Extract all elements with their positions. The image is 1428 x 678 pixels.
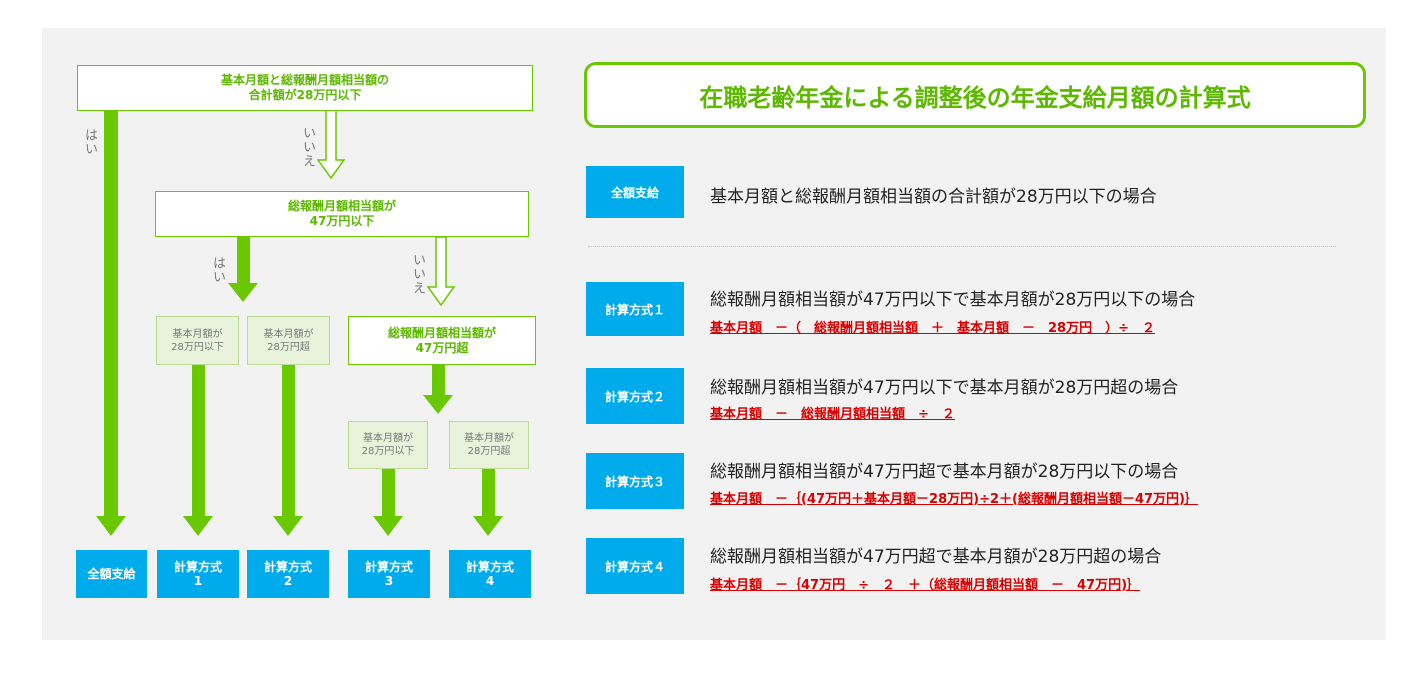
sub-basic-le28-a-label: 基本月額が 28万円以下 <box>171 328 224 353</box>
row-method-4-formula: 基本月額 －｛47万円 ÷ ２ ＋（総報酬月額相当額 － 47万円)｝ <box>710 578 1141 593</box>
sub-basic-le28-b-label: 基本月額が 28万円以下 <box>361 433 415 457</box>
arrow-method1 <box>183 365 213 536</box>
result-method-3-label: 計算方式 3 <box>364 560 413 588</box>
label-no-1: いいえ <box>300 126 315 168</box>
result-method-2: 計算方式 2 <box>247 550 329 598</box>
sub-basic-le28-a: 基本月額が 28万円以下 <box>156 316 239 365</box>
arrow-decision3 <box>423 365 453 414</box>
decision-le47-label: 総報酬月額相当額が 47万円以下 <box>287 199 396 228</box>
result-method-3: 計算方式 3 <box>348 550 430 598</box>
sub-basic-gt28-a-label: 基本月額が 28万円超 <box>263 328 314 353</box>
row-method-2-formula: 基本月額 － 総報酬月額相当額 ÷ ２ <box>710 407 955 422</box>
row-method-3-desc: 総報酬月額相当額が47万円超で基本月額が28万円以下の場合 <box>710 462 1179 482</box>
result-full-payment-label: 全額支給 <box>87 567 136 581</box>
sub-basic-le28-b: 基本月額が 28万円以下 <box>348 421 428 469</box>
label-yes-1: はい <box>82 128 97 156</box>
result-method-1: 計算方式 1 <box>157 550 239 598</box>
arrow-method3 <box>373 469 403 536</box>
row-method-3-formula: 基本月額 －｛(47万円＋基本月額－28万円)÷2＋(総報酬月額相当額－47万円… <box>710 492 1198 507</box>
result-method-4-label: 計算方式 4 <box>465 560 514 588</box>
arrow-no-2 <box>426 236 456 307</box>
arrow-no-1 <box>316 109 346 180</box>
result-method-4: 計算方式 4 <box>449 550 531 598</box>
decision-total-compensation-le47: 総報酬月額相当額が 47万円以下 <box>155 191 529 237</box>
decision-gt47-label: 総報酬月額相当額が 47万円超 <box>387 325 496 355</box>
decision-total-28: 基本月額と総報酬月額相当額の 合計額が28万円以下 <box>77 65 533 111</box>
row-method-1-desc: 総報酬月額相当額が47万円以下で基本月額が28万円以下の場合 <box>710 290 1196 310</box>
arrow-yes-full <box>96 110 126 536</box>
row-method-2-desc: 総報酬月額相当額が47万円以下で基本月額が28万円超の場合 <box>710 378 1179 398</box>
result-method-1-label: 計算方式 1 <box>173 560 222 588</box>
formula-title: 在職老齢年金による調整後の年金支給月額の計算式 <box>584 62 1366 128</box>
row-method-4-desc: 総報酬月額相当額が47万円超で基本月額が28万円超の場合 <box>710 547 1162 567</box>
arrow-yes-decision2 <box>228 237 258 302</box>
arrow-method2 <box>273 365 303 536</box>
row-full-payment-desc: 基本月額と総報酬月額相当額の合計額が28万円以下の場合 <box>710 187 1157 207</box>
decision-total-28-label: 基本月額と総報酬月額相当額の 合計額が28万円以下 <box>220 73 389 102</box>
row-method-1-formula: 基本月額 －（ 総報酬月額相当額 ＋ 基本月額 － 28万円 ）÷ ２ <box>710 321 1155 336</box>
tag-full-payment: 全額支給 <box>586 166 684 218</box>
tag-method-2: 計算方式２ <box>586 368 684 424</box>
tag-method-4: 計算方式４ <box>586 538 684 594</box>
result-full-payment: 全額支給 <box>76 550 147 598</box>
sub-basic-gt28-a: 基本月額が 28万円超 <box>247 316 330 365</box>
arrow-method4 <box>473 469 503 536</box>
sub-basic-gt28-b: 基本月額が 28万円超 <box>449 421 529 469</box>
label-no-2: いいえ <box>410 253 425 295</box>
result-method-2-label: 計算方式 2 <box>263 560 312 588</box>
tag-method-1: 計算方式１ <box>586 282 684 336</box>
divider <box>588 246 1336 247</box>
sub-basic-gt28-b-label: 基本月額が 28万円超 <box>464 433 514 457</box>
label-yes-2: はい <box>210 256 225 284</box>
tag-method-3: 計算方式３ <box>586 453 684 509</box>
decision-total-compensation-gt47: 総報酬月額相当額が 47万円超 <box>348 316 536 365</box>
